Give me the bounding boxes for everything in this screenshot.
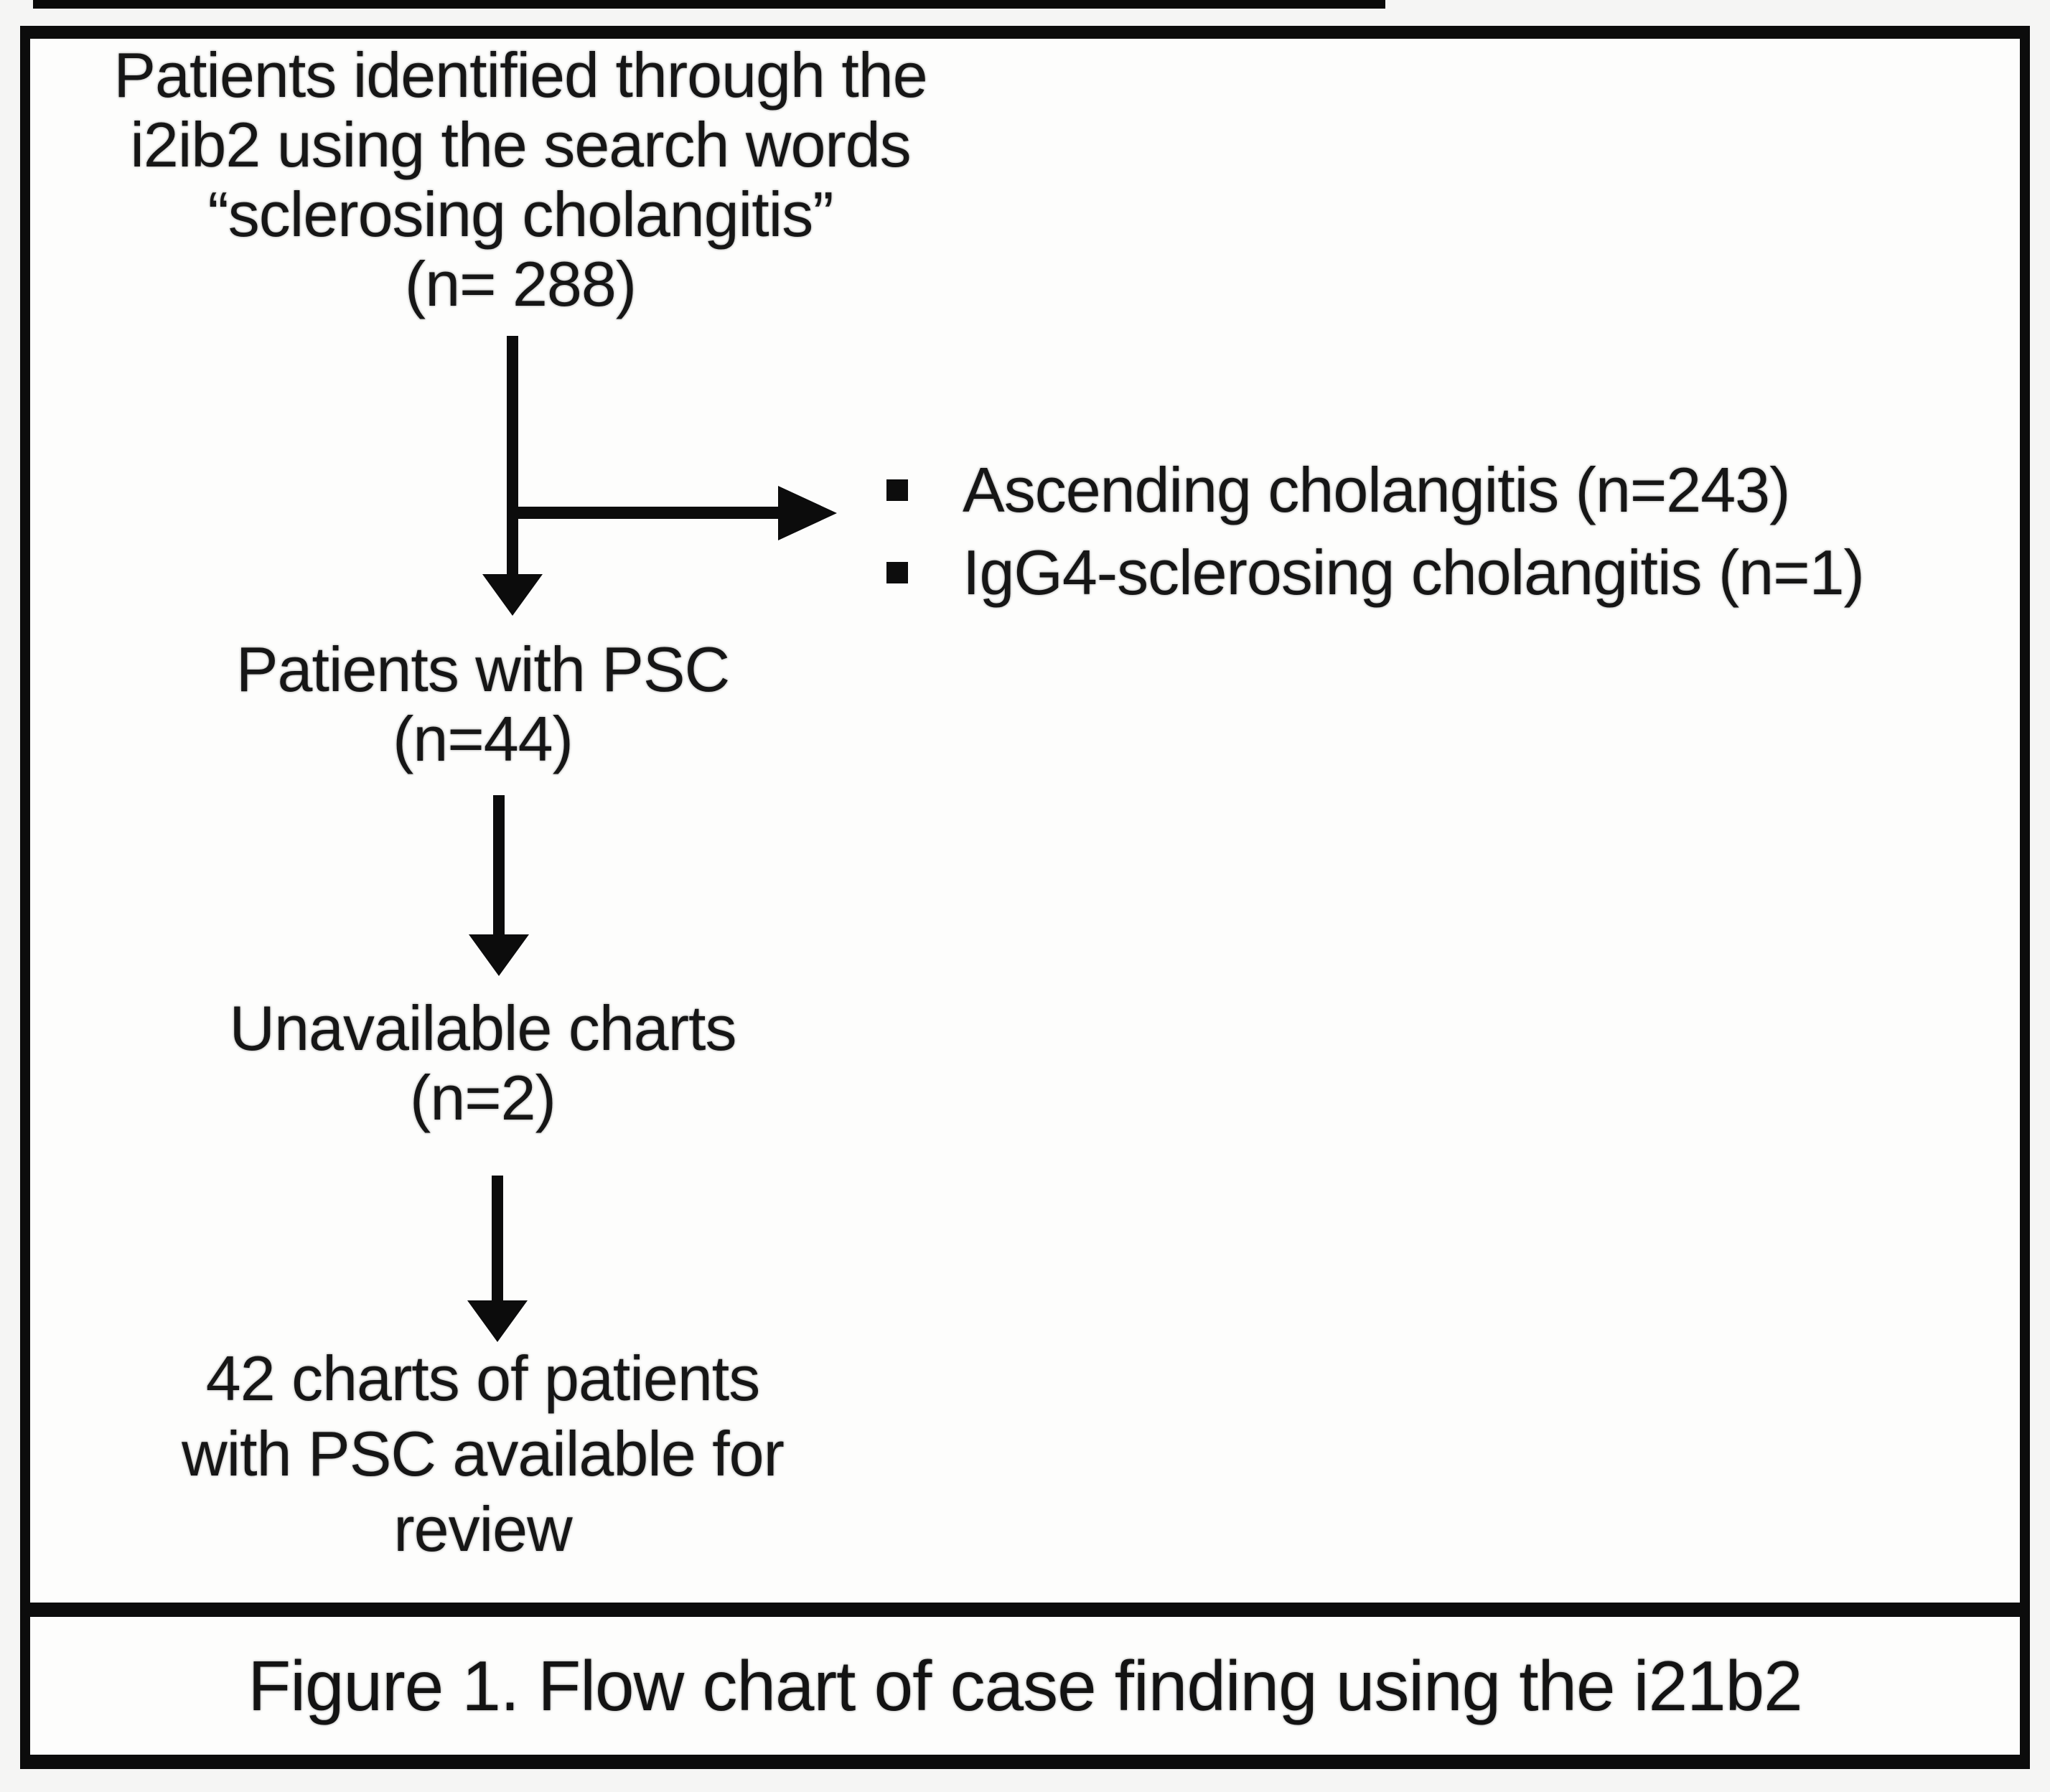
- flow-node-available-line-2: with PSC available for: [182, 1418, 785, 1489]
- flow-node-identified-line-2: i2ib2 using the search words: [130, 109, 911, 180]
- flow-node-identified-line-3: “sclerosing cholangitis”: [207, 179, 833, 250]
- flowchart-frame: [20, 26, 2030, 1603]
- bullet-square-icon: [886, 562, 908, 583]
- exclusion-item-label: IgG4-sclerosing cholangitis (n=1): [963, 537, 1865, 608]
- arrow-unavailable-to-available-shaft: [492, 1176, 503, 1302]
- flow-node-identified-line-4: (n= 288): [404, 248, 637, 319]
- arrow-psc-to-unavailable-shaft: [493, 795, 505, 936]
- flow-node-available-line-1: 42 charts of patients: [205, 1343, 760, 1414]
- bullet-square-icon: [886, 479, 908, 501]
- arrow-psc-to-unavailable-head-icon: [469, 934, 529, 976]
- figure-caption-box: Figure 1. Flow chart of case finding usi…: [20, 1603, 2030, 1769]
- flow-node-psc-line-2: (n=44): [393, 703, 574, 774]
- arrow-branch-exclusions-shaft: [512, 507, 780, 519]
- exclusion-item-label: Ascending cholangitis (n=243): [963, 454, 1790, 525]
- cropped-top-border-strip: [33, 0, 1385, 9]
- arrow-unavailable-to-available-head-icon: [467, 1300, 528, 1342]
- flow-node-unavailable-line-1: Unavailable charts: [229, 993, 737, 1064]
- flow-node-available-line-3: review: [393, 1493, 572, 1565]
- flow-node-psc-line-1: Patients with PSC: [235, 634, 730, 705]
- flow-node-identified-line-1: Patients identified through the: [113, 39, 927, 111]
- exclusion-item: Ascending cholangitis (n=243): [886, 451, 1864, 533]
- arrow-identified-to-psc-shaft: [507, 336, 518, 576]
- flow-node-identified: Patients identified through the i2ib2 us…: [32, 40, 1008, 319]
- arrow-identified-to-psc-head-icon: [482, 574, 543, 616]
- arrow-branch-exclusions-head-icon: [778, 486, 837, 540]
- exclusion-item: IgG4-sclerosing cholangitis (n=1): [886, 533, 1865, 616]
- figure-caption: Figure 1. Flow chart of case finding usi…: [248, 1646, 1802, 1725]
- exclusion-list: Ascending cholangitis (n=243) IgG4-scler…: [886, 451, 1865, 616]
- flow-node-unavailable-line-2: (n=2): [410, 1062, 556, 1133]
